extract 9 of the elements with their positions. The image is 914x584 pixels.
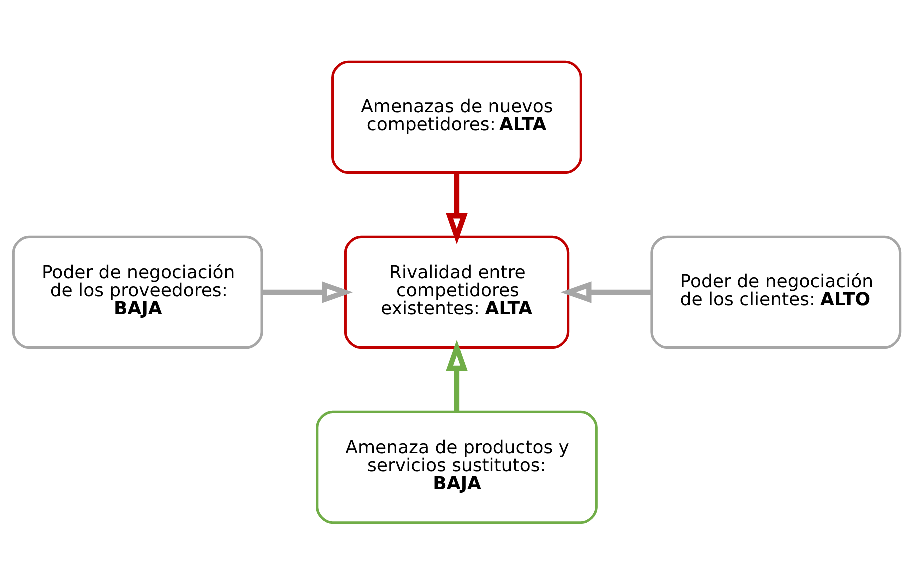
arrow [446,340,468,412]
node-box: Rivalidad entre competidores existentes: ALTA [344,235,570,349]
node-box: Poder de negociación de los clientes: ALTO [650,235,902,349]
node-box: Poder de negociación de los proveedores: BAJA [12,235,264,349]
node-box: Amenazas de nuevos competidores: ALTA [332,60,582,174]
arrow [446,172,468,244]
arrow [560,281,652,303]
arrow [262,281,354,303]
node-box: Amenaza de productos y servicios sustitutos: BAJA [316,410,598,524]
